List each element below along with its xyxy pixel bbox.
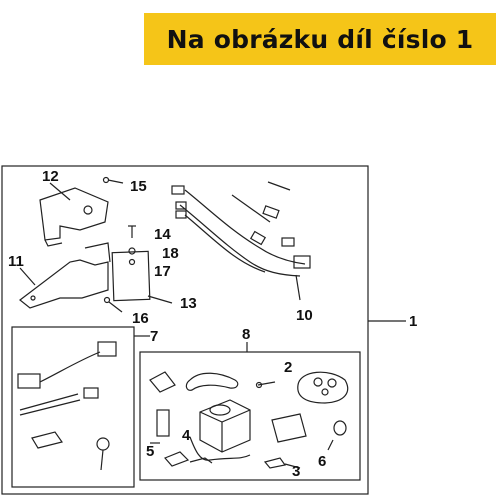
leader-12 [49,182,71,201]
leader-16 [108,301,123,313]
callout-17: 17 [154,263,171,280]
callout-16: 16 [132,310,149,327]
subbox-8 [139,351,361,481]
screw-14 [128,225,136,238]
kit-8 [149,371,349,469]
callout-10: 10 [296,307,313,324]
callout-7: 7 [150,328,158,345]
connector-7 [17,341,117,471]
callout-8: 8 [242,326,250,343]
harness-10 [171,181,311,301]
callout-14: 14 [154,226,171,243]
callout-4: 4 [182,427,191,444]
main-frame [1,165,369,495]
callout-5: 5 [146,443,154,460]
callout-6: 6 [318,453,326,470]
leader-11 [19,267,36,286]
callout-18: 18 [162,245,179,262]
callout-15: 15 [130,178,147,195]
callout-12: 12 [42,168,59,185]
subbox-7 [11,326,135,488]
bracket-11 [19,242,111,309]
nut-17 [128,258,136,266]
callout-13: 13 [180,295,197,312]
callout-2: 2 [284,359,292,376]
callout-labels: 1 2 3 4 5 6 7 8 10 11 12 13 14 15 16 17 … [8,168,417,480]
washer-18 [128,247,136,255]
bracket-12 [39,187,109,247]
title-banner: Na obrázku díl číslo 1 [144,13,496,65]
plate-13 [111,250,151,302]
callout-1: 1 [409,313,417,330]
screw-16 [103,296,111,304]
leader-13 [147,295,173,304]
screw-15 [102,176,124,184]
banner-text: Na obrázku díl číslo 1 [166,24,474,54]
callout-3: 3 [292,463,300,480]
callout-11: 11 [8,253,24,270]
